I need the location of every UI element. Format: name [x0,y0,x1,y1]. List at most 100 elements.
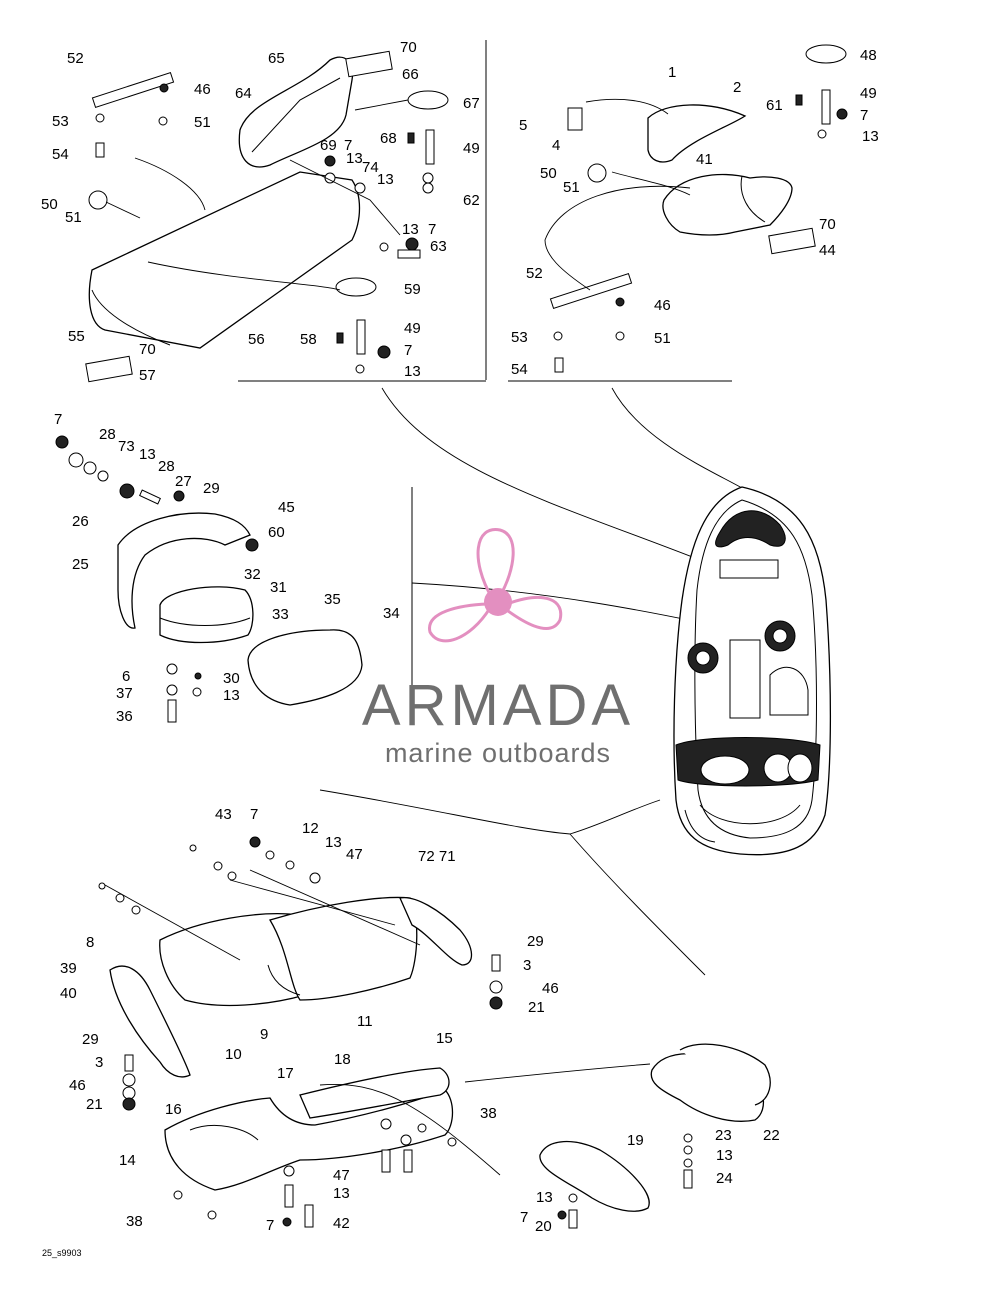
callout-label: 21 [528,999,545,1016]
callout-label: 46 [194,81,211,98]
callout-label: 38 [126,1213,143,1230]
callout-label: 13 [139,446,156,463]
callout-label: 13 [333,1185,350,1202]
callout-label: 9 [260,1026,268,1043]
callout-label: 3 [523,957,531,974]
callout-label: 55 [68,328,85,345]
callout-label: 12 [302,820,319,837]
callout-label: 4 [552,137,560,154]
callout-label: 13 [377,171,394,188]
callout-label: 27 [175,473,192,490]
callout-label: 47 [346,846,363,863]
callout-label: 52 [67,50,84,67]
callout-label: 64 [235,85,252,102]
callout-label: 42 [333,1215,350,1232]
callout-label: 26 [72,513,89,530]
callout-label: 8 [86,934,94,951]
callout-label: 13 [402,221,419,238]
callout-label: 50 [540,165,557,182]
callout-label: 67 [463,95,480,112]
callout-label: 6 [122,668,130,685]
callout-label: 20 [535,1218,552,1235]
section-dividers [238,40,781,976]
callout-label: 13 [346,150,363,167]
handle-cupholder-assembly [55,435,363,723]
callout-label: 30 [223,670,240,687]
callout-label: 46 [542,980,559,997]
callout-label: 38 [480,1105,497,1122]
propeller-logo [428,528,563,643]
callout-label: 74 [362,159,379,176]
propeller-hub [484,588,512,616]
callout-label: 39 [60,960,77,977]
callout-label: 23 [715,1127,732,1144]
callout-label: 52 [526,265,543,282]
callout-label: 18 [334,1051,351,1068]
glovebox-cover-assembly [544,44,848,373]
frame-41 [662,173,793,236]
callout-label: 7 [404,342,412,359]
callout-label: 40 [60,985,77,1002]
callout-label: 33 [272,606,289,623]
callout-label: 51 [654,330,671,347]
callout-label: 15 [436,1030,453,1047]
callout-label: 29 [82,1031,99,1048]
callout-label: 51 [65,209,82,226]
callout-label: 58 [300,331,317,348]
callout-label: 2 [733,79,741,96]
callout-label: 70 [819,216,836,233]
callout-label: 66 [402,66,419,83]
callout-label: 19 [627,1132,644,1149]
strap-19 [539,1140,650,1212]
callout-label: 13 [325,834,342,851]
latch-66 [407,90,449,110]
callout-label: 5 [519,117,527,134]
callout-label: 14 [119,1152,136,1169]
callout-label: 24 [716,1170,733,1187]
callout-label: 57 [139,367,156,384]
seat-base-14 [164,1089,454,1191]
callout-label: 7 [428,221,436,238]
storage-cover-assembly [85,50,449,383]
callout-label: 31 [270,579,287,596]
side-panel-40 [109,965,191,1078]
callout-label: 22 [763,1127,780,1144]
callout-label: 17 [277,1065,294,1082]
strap-23 [679,1043,771,1106]
callout-label: 41 [696,151,713,168]
boat-overview [673,486,832,856]
bow-deck-cutout [715,510,786,548]
callout-label: 59 [404,281,421,298]
callout-label: 61 [766,97,783,114]
reference-code: 25_s9903 [42,1248,82,1258]
callout-label: 21 [86,1096,103,1113]
callout-label: 13 [223,687,240,704]
callout-label: 53 [52,113,69,130]
callout-label: 13 [862,128,879,145]
callout-label: 56 [248,331,265,348]
callout-label: 37 [116,685,133,702]
callout-label: 16 [165,1101,182,1118]
callout-label: 47 [333,1167,350,1184]
storage-cover-panel [88,171,361,349]
callout-label: 46 [654,297,671,314]
callout-label: 25 [72,556,89,573]
seat-assembly [98,836,771,1229]
callout-label: 13 [536,1189,553,1206]
callout-label: 44 [819,242,836,259]
callout-label: 7 [54,411,62,428]
callout-label: 34 [383,605,400,622]
callout-label: 48 [860,47,877,64]
callout-label: 46 [69,1077,86,1094]
callout-label: 43 [215,806,232,823]
callout-label: 65 [268,50,285,67]
callout-label: 10 [225,1046,242,1063]
callout-label: 50 [41,196,58,213]
callout-label: 73 [118,438,135,455]
callout-label: 45 [278,499,295,516]
callout-label: 70 [400,39,417,56]
callout-label: 49 [463,140,480,157]
callout-label: 60 [268,524,285,541]
callout-label: 49 [860,85,877,102]
